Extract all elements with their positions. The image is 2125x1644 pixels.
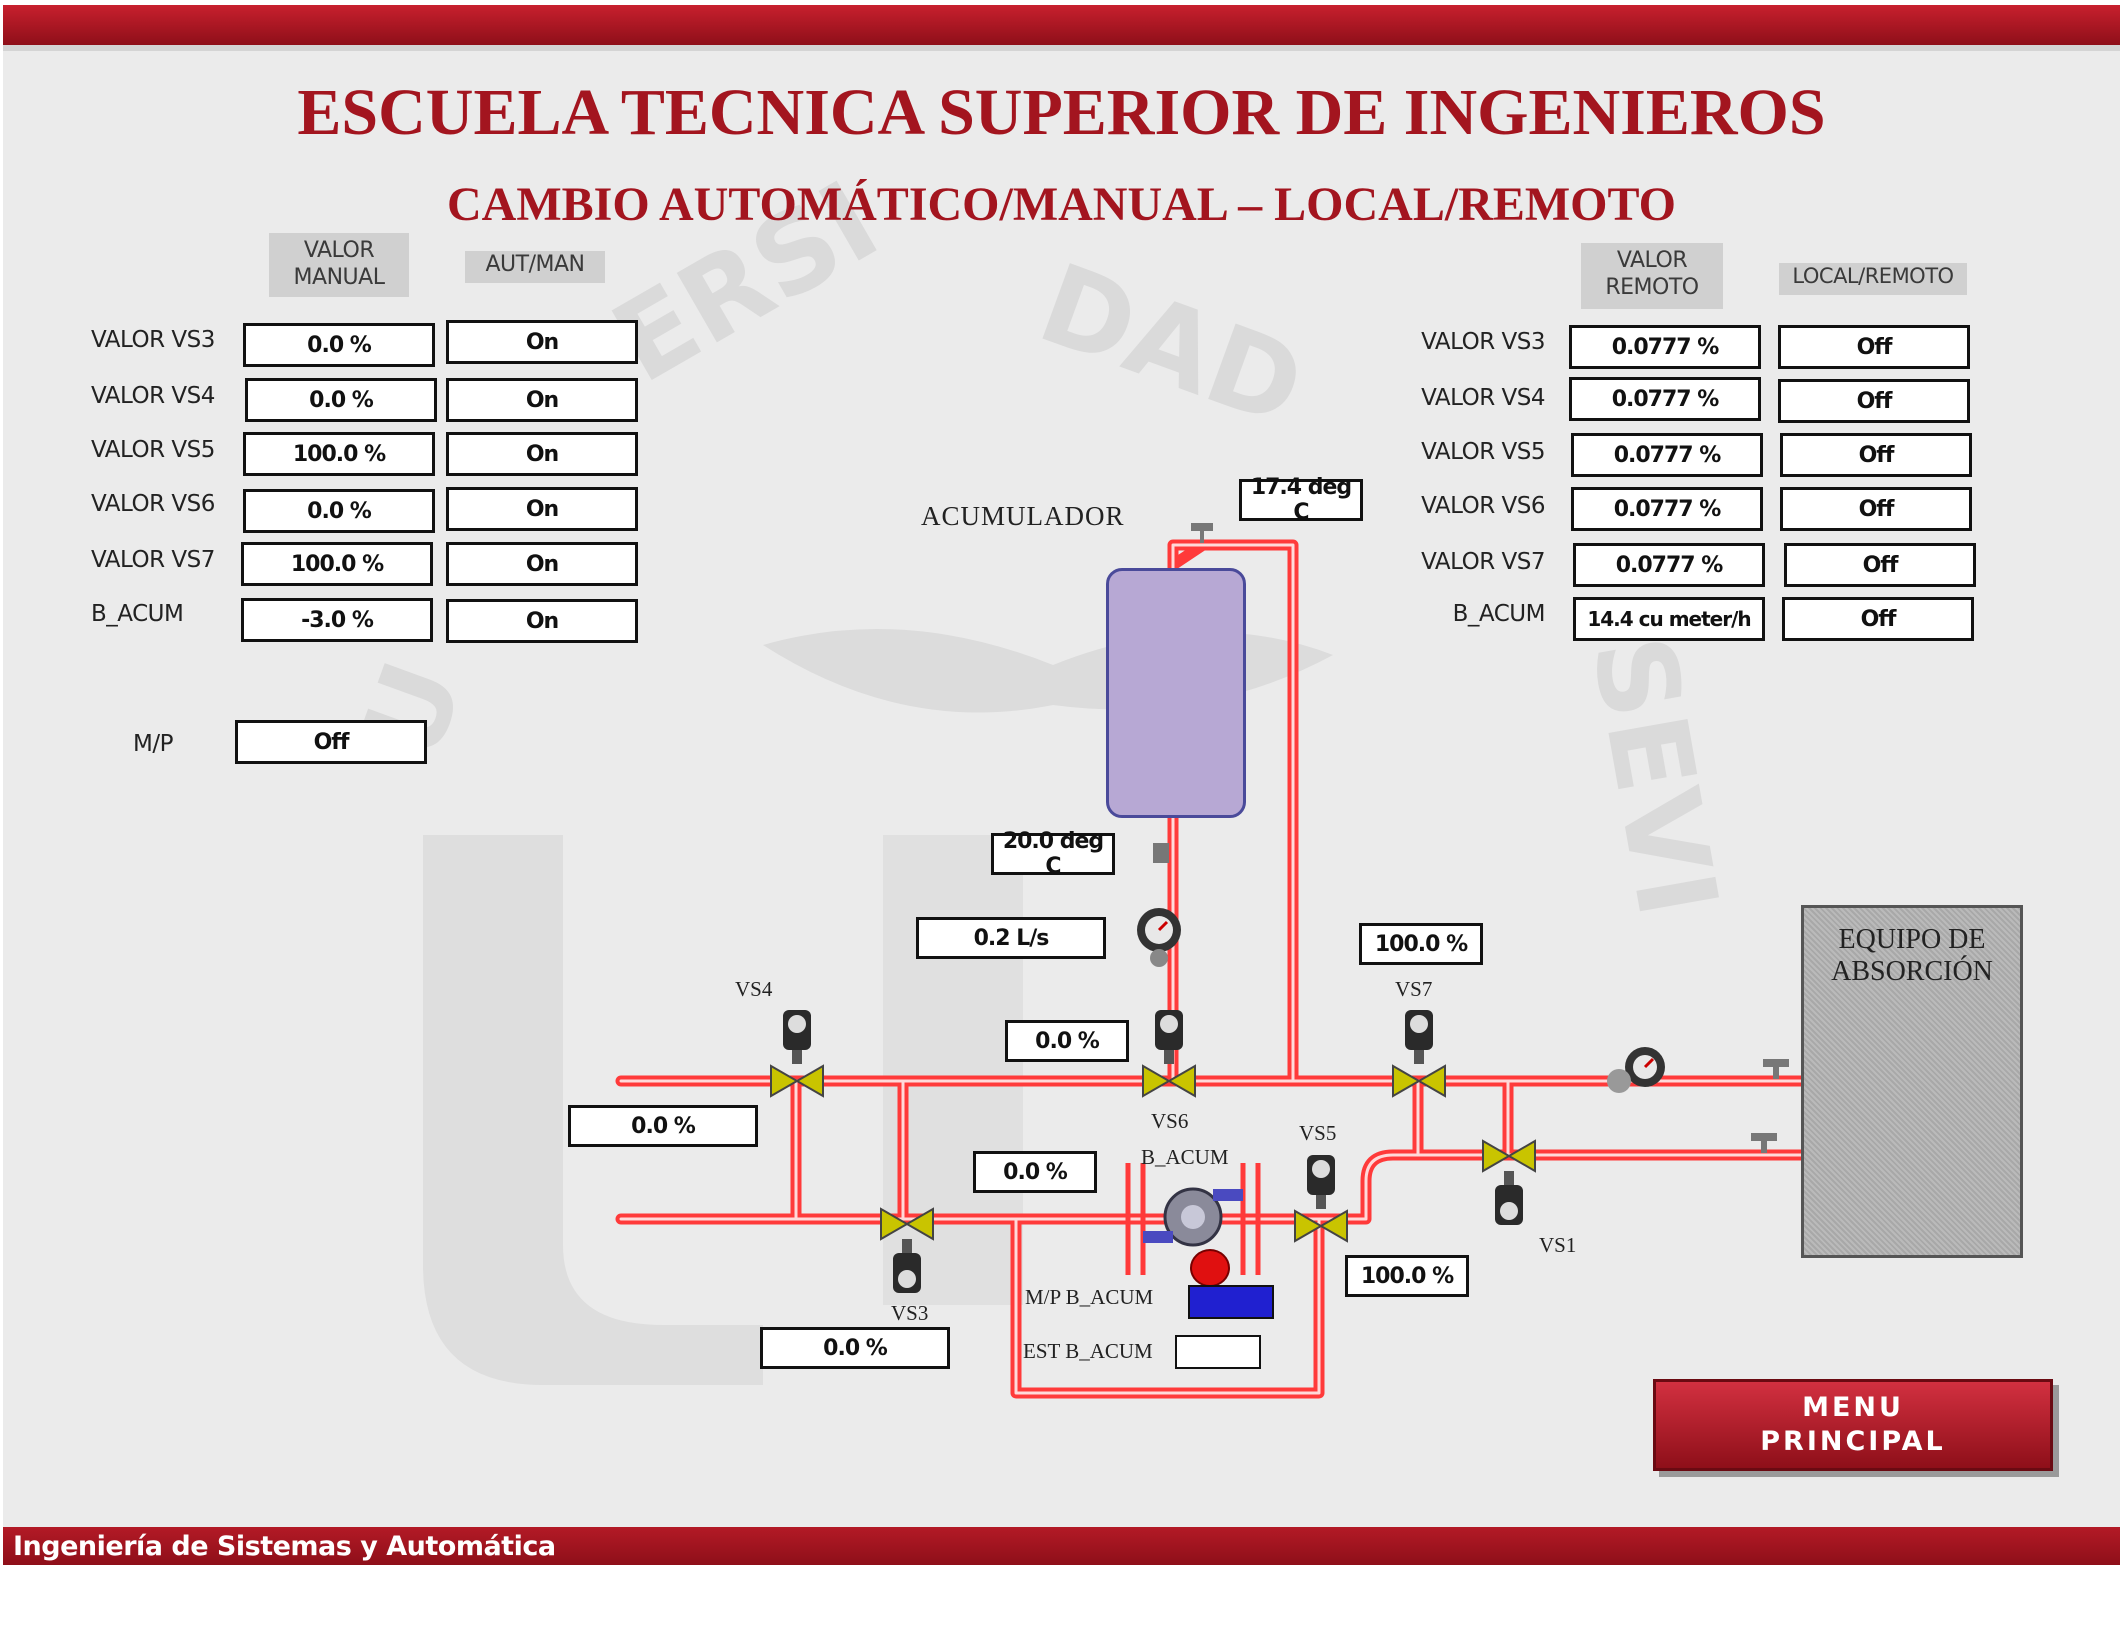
right-value-vs4[interactable]: 0.0777 % xyxy=(1569,377,1761,421)
left-value-vs7[interactable]: 100.0 % xyxy=(241,542,433,586)
vs7-value-display: 100.0 % xyxy=(1359,923,1483,965)
right-mode-vs3[interactable]: Off xyxy=(1778,325,1970,369)
left-mode-vs6[interactable]: On xyxy=(446,487,638,531)
vs1-label: VS1 xyxy=(1539,1233,1577,1257)
left-row-label: VALOR VS7 xyxy=(91,547,215,573)
right-row-label: VALOR VS6 xyxy=(1421,493,1545,519)
left-mode-vs3[interactable]: On xyxy=(446,320,638,364)
left-row-label: B_ACUM xyxy=(91,601,184,627)
page-subtitle: CAMBIO AUTOMÁTICO/MANUAL – LOCAL/REMOTO xyxy=(447,178,1676,231)
right-value-vs7[interactable]: 0.0777 % xyxy=(1573,543,1765,587)
pump-bacum-icon[interactable] xyxy=(1143,1177,1253,1257)
left-mode-vs5[interactable]: On xyxy=(446,432,638,476)
right-row-label: B_ACUM xyxy=(1452,601,1546,627)
vs3-value-display: 0.0 % xyxy=(760,1327,950,1369)
left-mode-bacum[interactable]: On xyxy=(446,599,638,643)
right-value-vs6[interactable]: 0.0777 % xyxy=(1571,487,1763,531)
bacum-value-display: 0.0 % xyxy=(973,1151,1097,1193)
flow-meter-icon xyxy=(1137,908,1181,967)
valve-vs5-icon[interactable] xyxy=(1291,1155,1351,1245)
scada-screen: ERSI DAD SEVI U ESCUELA TECNICA SUPERIOR… xyxy=(3,5,2120,1565)
acumulador-label: ACUMULADOR xyxy=(921,501,1125,531)
valve-vs3-icon[interactable] xyxy=(877,1205,937,1295)
valve-vs7-icon[interactable] xyxy=(1389,1010,1449,1100)
est-bacum-box[interactable] xyxy=(1175,1335,1261,1369)
footer-bar xyxy=(3,1527,2120,1565)
right-mode-vs6[interactable]: Off xyxy=(1780,487,1972,531)
left-mode-vs4[interactable]: On xyxy=(446,378,638,422)
mp-label: M/P xyxy=(133,731,173,757)
right-value-vs3[interactable]: 0.0777 % xyxy=(1569,325,1761,369)
vs6-value-display: 0.0 % xyxy=(1005,1020,1129,1062)
vs5-label: VS5 xyxy=(1299,1121,1337,1145)
vs6-label: VS6 xyxy=(1151,1109,1189,1133)
temp-top-display: 17.4 deg C xyxy=(1239,475,1363,525)
absorption-equipment: EQUIPO DE ABSORCIÓN xyxy=(1801,905,2023,1258)
right-col-header-valor: VALOR REMOTO xyxy=(1581,243,1723,309)
right-row-label: VALOR VS4 xyxy=(1421,385,1545,411)
vs5-value-display: 100.0 % xyxy=(1345,1255,1469,1297)
bacum-label: B_ACUM xyxy=(1141,1145,1229,1169)
temp-bottom-display: 20.0 deg C xyxy=(991,829,1115,879)
mp-value[interactable]: Off xyxy=(235,720,427,764)
right-row-label: VALOR VS7 xyxy=(1421,549,1545,575)
page-title: ESCUELA TECNICA SUPERIOR DE INGENIEROS xyxy=(297,76,1826,149)
menu-principal-button[interactable]: MENU PRINCIPAL xyxy=(1653,1379,2053,1471)
top-divider xyxy=(3,45,2120,51)
footer-text: Ingeniería de Sistemas y Automática xyxy=(13,1531,556,1562)
right-row-label: VALOR VS5 xyxy=(1421,439,1545,465)
right-value-bacum[interactable]: 14.4 cu meter/h xyxy=(1573,597,1765,641)
left-value-vs3[interactable]: 0.0 % xyxy=(243,323,435,367)
vs3-label: VS3 xyxy=(891,1301,929,1325)
left-col-header-valor: VALOR MANUAL xyxy=(269,233,409,297)
left-col-header-mode: AUT/MAN xyxy=(465,251,605,283)
left-row-label: VALOR VS6 xyxy=(91,491,215,517)
valve-vs4-icon[interactable] xyxy=(767,1010,827,1100)
pump-status-indicator xyxy=(1190,1249,1230,1287)
left-value-bacum[interactable]: -3.0 % xyxy=(241,598,433,642)
right-mode-vs5[interactable]: Off xyxy=(1780,433,1972,477)
mp-bacum-label: M/P B_ACUM xyxy=(1025,1285,1154,1309)
left-row-label: VALOR VS5 xyxy=(91,437,215,463)
flow-meter-icon xyxy=(1607,1047,1665,1093)
left-mode-vs7[interactable]: On xyxy=(446,542,638,586)
right-mode-vs7[interactable]: Off xyxy=(1784,543,1976,587)
accumulator-tank xyxy=(1106,568,1246,818)
valve-vs1-icon[interactable] xyxy=(1479,1137,1539,1227)
vs4-value-display: 0.0 % xyxy=(568,1105,758,1147)
flow-display: 0.2 L/s xyxy=(916,917,1106,959)
valve-vs6-icon[interactable] xyxy=(1139,1010,1199,1100)
right-mode-vs4[interactable]: Off xyxy=(1778,379,1970,423)
right-row-label: VALOR VS3 xyxy=(1421,329,1545,355)
right-col-header-mode: LOCAL/REMOTO xyxy=(1779,263,1967,295)
mp-bacum-indicator[interactable] xyxy=(1188,1285,1274,1319)
est-bacum-label: EST B_ACUM xyxy=(1023,1339,1153,1363)
right-mode-bacum[interactable]: Off xyxy=(1782,597,1974,641)
left-row-label: VALOR VS3 xyxy=(91,327,215,353)
left-value-vs6[interactable]: 0.0 % xyxy=(243,489,435,533)
vs4-label: VS4 xyxy=(735,977,773,1001)
left-value-vs4[interactable]: 0.0 % xyxy=(245,378,437,422)
left-value-vs5[interactable]: 100.0 % xyxy=(243,432,435,476)
left-row-label: VALOR VS4 xyxy=(91,383,215,409)
right-value-vs5[interactable]: 0.0777 % xyxy=(1571,433,1763,477)
vs7-label: VS7 xyxy=(1395,977,1433,1001)
piping-diagram xyxy=(615,523,1807,1399)
top-bar xyxy=(3,5,2120,45)
